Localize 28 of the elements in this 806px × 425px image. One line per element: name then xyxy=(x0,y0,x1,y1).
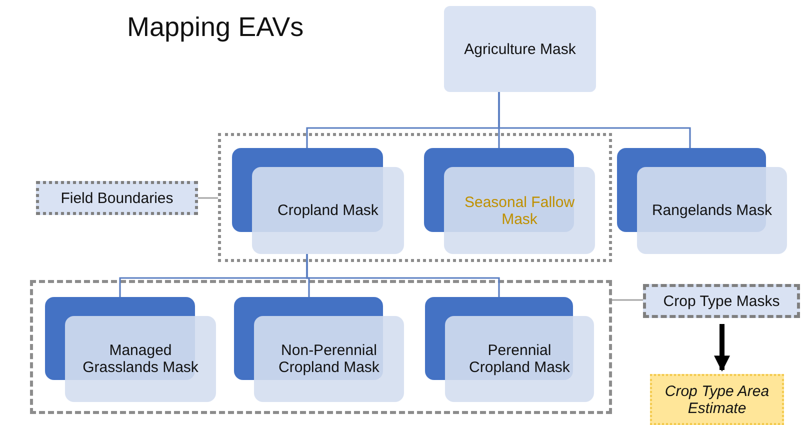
mask-card xyxy=(232,148,404,254)
mask-card xyxy=(425,297,594,402)
node-label: Cropland Mask xyxy=(276,202,380,219)
label-text: Crop Type Masks xyxy=(662,292,781,310)
label-box xyxy=(36,181,198,215)
group-frame xyxy=(218,133,612,262)
node-label: Non-Perennial Cropland Mask xyxy=(278,342,380,376)
mask-card xyxy=(234,297,404,402)
group-frame xyxy=(30,280,612,414)
node-label: Crop Type Area Estimate xyxy=(664,382,770,416)
mask-card xyxy=(424,148,595,254)
arrow xyxy=(714,324,730,372)
node-label: Seasonal Fallow Mask xyxy=(463,194,576,228)
mask-box xyxy=(444,6,596,92)
label-text: Field Boundaries xyxy=(60,190,174,206)
estimate-box xyxy=(650,374,784,425)
node-label: Managed Grasslands Mask xyxy=(82,342,200,376)
connector-line xyxy=(612,299,643,301)
node-label: Agriculture Mask xyxy=(463,40,577,58)
label-box xyxy=(643,284,800,318)
node-label: Perennial Cropland Mask xyxy=(468,342,571,376)
connector-line xyxy=(198,197,218,199)
connector-line xyxy=(498,92,691,148)
connector-line xyxy=(306,254,500,297)
diagram-title: Mapping EAVs xyxy=(127,12,304,43)
mask-card xyxy=(45,297,216,402)
mask-card xyxy=(617,148,787,254)
node-label: Rangelands Mask xyxy=(650,202,774,219)
